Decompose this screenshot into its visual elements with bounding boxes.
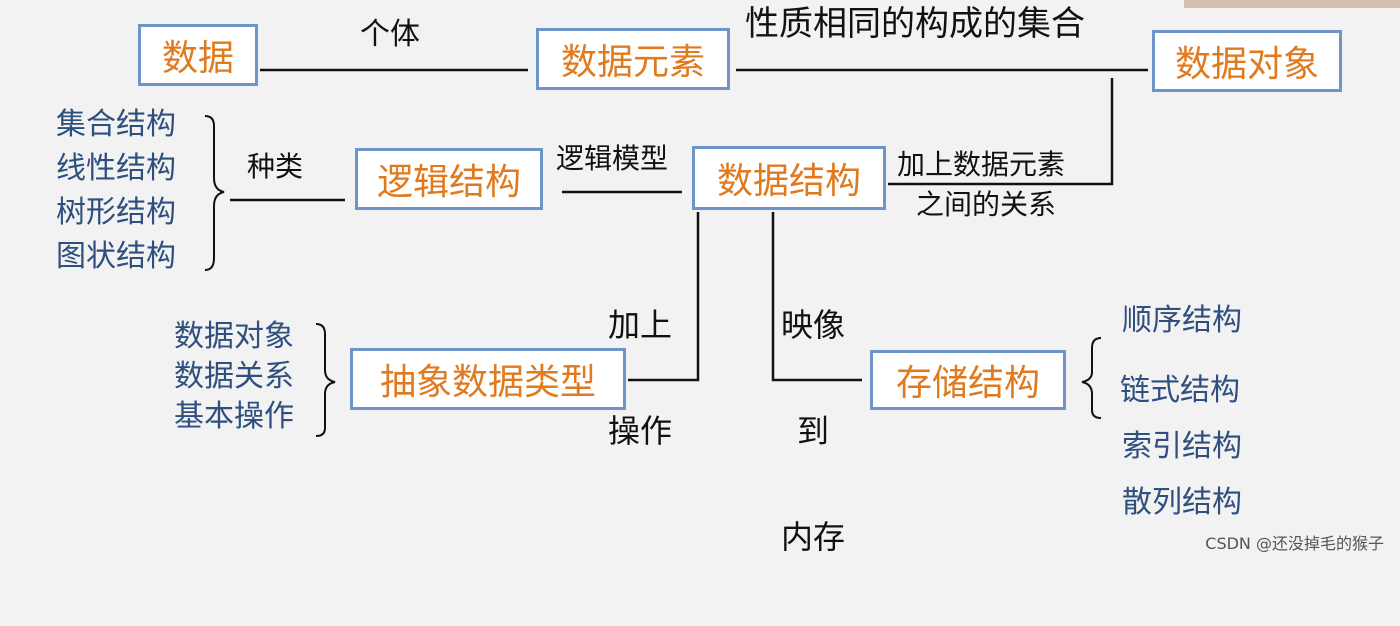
label-logical-model: 逻辑模型	[556, 142, 669, 175]
box-data: 数据	[138, 24, 258, 86]
box-data-structure: 数据结构	[692, 146, 886, 210]
label-add-operation-1: 加上	[608, 306, 673, 345]
label-add-relation-2: 之间的关系	[916, 188, 1057, 221]
storage-type-item: 索引结构	[1122, 429, 1242, 464]
label-map-to-memory: 映像 到 内存	[781, 238, 845, 625]
label-map-1: 映像	[781, 306, 846, 345]
line-structure-adt	[628, 212, 700, 382]
adt-part-item: 数据对象	[174, 319, 294, 354]
line-structure-storage	[771, 212, 862, 382]
box-data-object: 数据对象	[1152, 30, 1342, 92]
label-map-2: 到	[797, 411, 830, 450]
logical-type-item: 图状结构	[56, 239, 176, 274]
video-overlay-corner	[1184, 0, 1400, 8]
box-adt: 抽象数据类型	[350, 348, 626, 410]
box-storage-structure: 存储结构	[870, 350, 1066, 410]
storage-type-item: 顺序结构	[1122, 303, 1242, 338]
concept-diagram: 数据 数据元素 数据对象 逻辑结构 数据结构 抽象数据类型 存储结构 个体 性质…	[56, 0, 1400, 554]
box-data-element: 数据元素	[536, 28, 730, 90]
logical-type-item: 树形结构	[56, 195, 176, 230]
box-logical-structure: 逻辑结构	[355, 148, 543, 210]
label-map-3: 内存	[781, 517, 846, 556]
brace-logical-types	[204, 115, 225, 271]
storage-type-item: 链式结构	[1120, 373, 1240, 408]
label-add-relation-1: 加上数据元素	[897, 148, 1066, 181]
label-add-operation: 加上 操作	[608, 238, 672, 520]
line-object-structure	[888, 78, 1114, 186]
storage-type-item: 散列结构	[1122, 485, 1242, 520]
brace-storage-types	[1081, 337, 1102, 419]
label-individual: 个体	[360, 17, 420, 52]
adt-part-item: 基本操作	[174, 399, 294, 434]
connector-lines	[204, 68, 1148, 437]
label-same-nature-set: 性质相同的构成的集合	[745, 4, 1085, 44]
brace-adt-parts	[315, 323, 336, 437]
label-kind: 种类	[247, 150, 304, 183]
logical-type-item: 线性结构	[56, 151, 176, 186]
label-add-operation-2: 操作	[608, 411, 673, 450]
logical-type-item: 集合结构	[56, 107, 176, 142]
watermark: CSDN @还没掉毛的猴子	[1205, 534, 1384, 553]
adt-part-item: 数据关系	[174, 359, 294, 394]
